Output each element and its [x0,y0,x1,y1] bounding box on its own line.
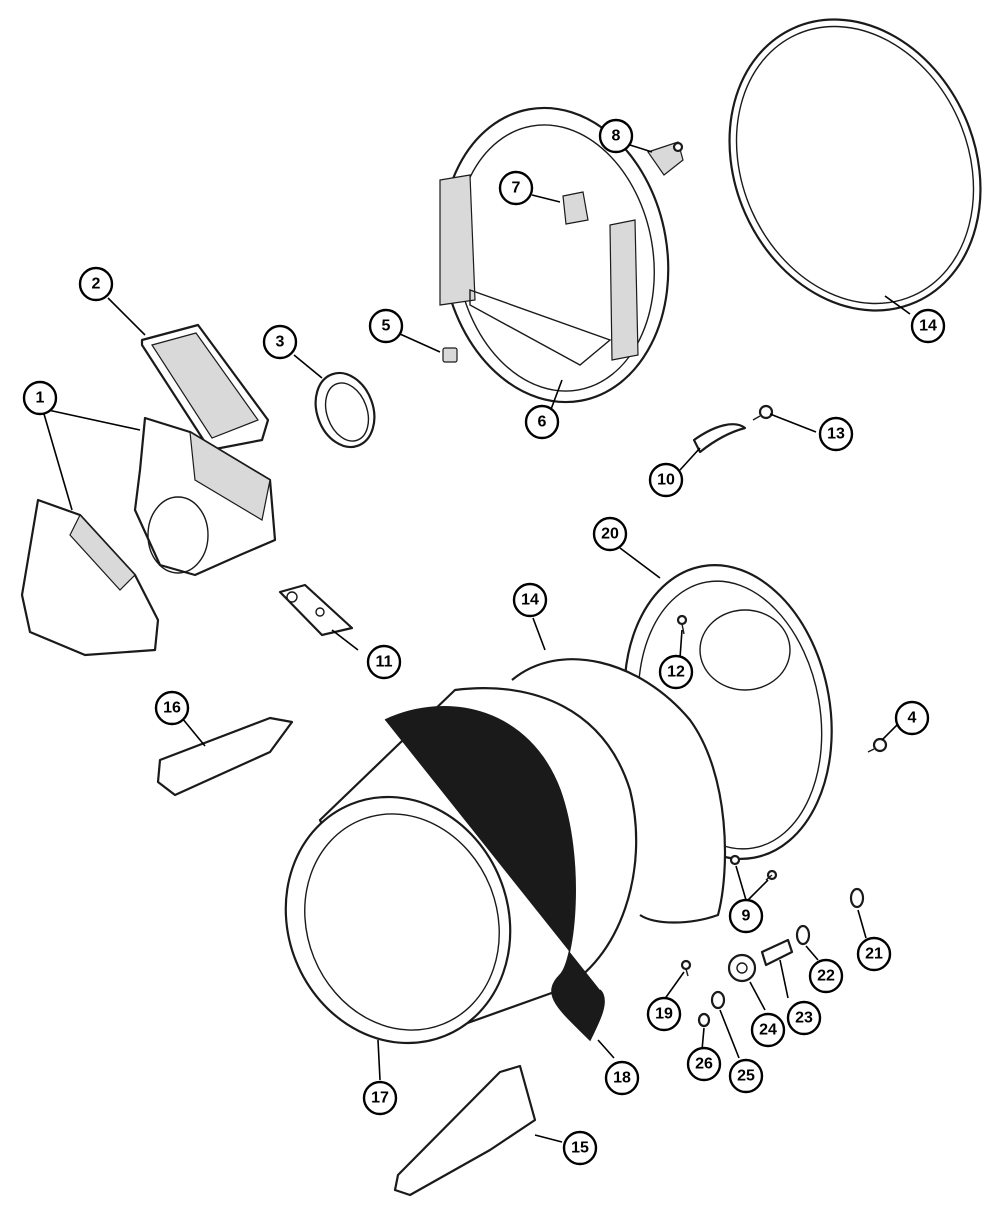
callout-label: 4 [908,710,917,727]
callout-7: 7 [498,170,534,206]
callout-label: 21 [865,946,883,963]
part-21-washer [849,887,865,909]
callout-label: 10 [657,472,675,489]
callout-2: 2 [78,266,114,302]
callout-15: 15 [562,1130,598,1166]
callout-14-top: 14 [910,308,946,344]
callout-24: 24 [750,1012,786,1048]
part-3-seal-ring [314,371,376,449]
callout-label: 2 [92,276,101,293]
callout-label: 22 [817,968,835,985]
part-rear-bulkhead [439,106,670,404]
callout-label: 24 [759,1022,777,1039]
callout-4: 4 [894,700,930,736]
callout-20: 20 [592,516,628,552]
callout-19: 19 [646,996,682,1032]
part-26-nut [697,1012,711,1028]
part-7-bracket [562,191,589,225]
callout-label: 26 [695,1056,713,1073]
part-25-washer [710,990,726,1010]
callout-10: 10 [648,462,684,498]
part-17-drum [284,687,638,1045]
callout-label: 15 [571,1140,589,1157]
part-24-bearing [727,953,757,983]
callout-label: 6 [538,414,547,431]
callout-12: 12 [658,654,694,690]
callout-3: 3 [262,324,298,360]
callout-label: 9 [742,908,751,925]
part-1-lower-duct [20,498,160,657]
callout-label: 14 [919,318,937,335]
callout-label: 1 [36,390,45,407]
part-4-screw [867,737,888,753]
part-drum-seal-ring-top [728,18,982,312]
callout-23: 23 [786,1000,822,1036]
callout-18: 18 [604,1060,640,1096]
callout-label: 25 [737,1068,755,1085]
callout-label: 20 [601,526,619,543]
part-15-bracket [393,1064,537,1197]
leader-lines [43,144,911,1143]
callout-17: 17 [362,1080,398,1116]
part-13-screw [752,404,774,421]
part-5-clip [442,347,458,363]
callout-label: 5 [382,318,391,335]
callout-13: 13 [818,416,854,452]
callout-5: 5 [368,308,404,344]
callout-label: 18 [613,1070,631,1087]
callout-1: 1 [22,380,58,416]
callout-14-middle: 14 [512,582,548,618]
callout-9: 9 [728,898,764,934]
part-1-upper-duct [133,416,277,577]
callout-25: 25 [728,1058,764,1094]
callout-label: 13 [827,426,845,443]
callout-label: 19 [655,1006,673,1023]
callout-label: 17 [371,1090,389,1107]
callout-label: 16 [163,700,181,717]
callout-label: 7 [512,180,521,197]
callout-26: 26 [686,1046,722,1082]
callout-label: 11 [376,654,393,671]
part-19-screw [680,959,692,977]
callout-11: 11 [366,644,402,680]
callout-16: 16 [154,690,190,726]
callout-6: 6 [524,404,560,440]
callout-21: 21 [856,936,892,972]
part-11-bracket [278,583,354,637]
part-16-bracket [156,716,294,797]
part-18-drum-belt [384,706,605,1042]
part-lint-filter [140,323,270,452]
part-9-screws [729,854,778,881]
part-10-spring-clip [692,423,747,454]
callout-label: 8 [612,128,621,145]
callout-label: 3 [276,334,285,351]
part-22-washer [795,924,811,946]
part-23-shaft [760,938,794,967]
callout-8: 8 [598,118,634,154]
callout-label: 23 [795,1010,813,1027]
callout-label: 14 [521,592,539,609]
part-8-sensor [647,141,684,176]
part-12-screw [676,614,688,635]
callout-label: 12 [667,664,685,681]
callout-22: 22 [808,958,844,994]
